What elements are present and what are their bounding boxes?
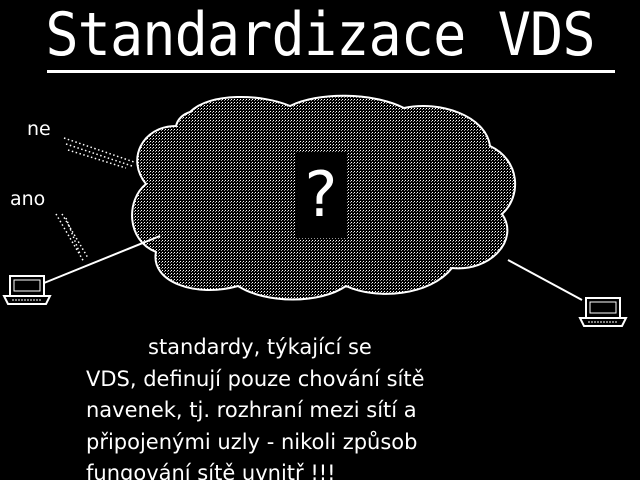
label-yes: ano — [10, 188, 46, 210]
body-line: VDS, definují pouze chování sítě — [86, 366, 425, 391]
body-line: navenek, tj. rozhraní mezi sítí a — [86, 398, 417, 422]
no-pointer-arrow — [63, 137, 135, 169]
computer-terminal-icon — [2, 275, 52, 305]
body-text: standardy, týkající se VDS, definují pou… — [86, 332, 586, 480]
question-mark-icon: ? — [296, 152, 346, 238]
body-line: fungování sítě uvnitř !!! — [86, 461, 336, 480]
body-line: připojenými uzly - nikoli způsob — [86, 429, 418, 454]
computer-terminal-icon — [578, 297, 628, 327]
label-no: ne — [27, 118, 51, 140]
body-line: standardy, týkající se — [148, 335, 372, 359]
slide-title: Standardizace VDS — [45, 0, 595, 70]
left-link-line — [43, 235, 161, 284]
yes-pointer-arrow — [55, 213, 89, 263]
title-underline — [47, 70, 615, 73]
right-link-line — [507, 259, 583, 301]
